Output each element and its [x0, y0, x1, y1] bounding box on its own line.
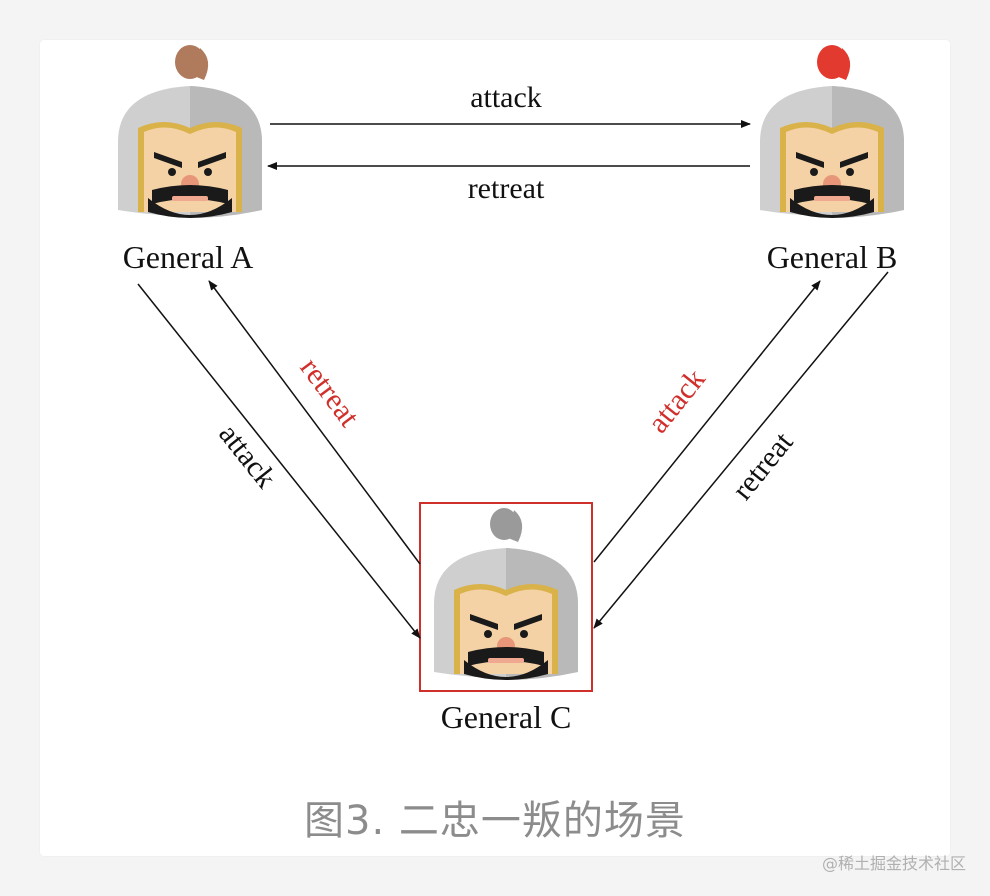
- general-c-label: General C: [441, 699, 572, 735]
- general-b-icon: [760, 45, 904, 218]
- edge-a-to-b-label: attack: [470, 81, 542, 114]
- edge-a-to-c-label: attack: [212, 418, 282, 495]
- edge-b-to-c-label: retreat: [726, 425, 800, 506]
- general-b-group: General B: [760, 45, 904, 275]
- general-a-group: General A: [118, 45, 262, 275]
- edge-c-to-a-arrow: [208, 280, 421, 565]
- general-c-icon: [434, 508, 578, 680]
- watermark: @稀土掘金技术社区: [821, 854, 966, 873]
- general-c-group: General C: [419, 502, 593, 735]
- general-a-label: General A: [123, 239, 254, 275]
- general-a-icon: [118, 45, 262, 218]
- edge-a-to-c-arrow: [137, 283, 421, 639]
- general-b-label: General B: [767, 239, 898, 275]
- traitor-highlight-box: [419, 502, 593, 692]
- edge-c-to-a-label: retreat: [293, 352, 366, 434]
- edge-b-to-c-arrow: [593, 271, 889, 629]
- edge-c-to-b-arrow: [593, 280, 821, 563]
- edge-b-to-a-label: retreat: [468, 172, 545, 205]
- figure-caption: 图3. 二忠一叛的场景: [304, 798, 686, 844]
